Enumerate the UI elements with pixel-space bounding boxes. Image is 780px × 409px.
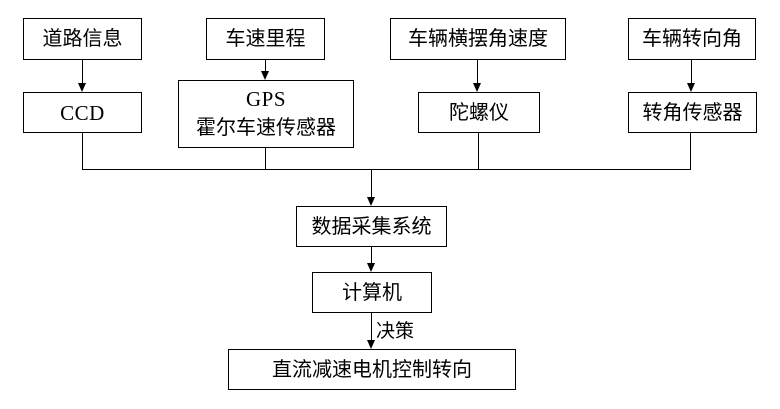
arrowhead-yaw-rate-to-gyroscope [473, 83, 481, 92]
edge-speed-mileage-to-gps [265, 60, 266, 72]
node-gps: GPS 霍尔车速传感器 [178, 80, 354, 148]
node-angle-sensor-label: 转角传感器 [642, 101, 743, 124]
arrowhead-steering-angle-to-angle-sensor [687, 83, 695, 92]
node-gps-label-line1: GPS [245, 87, 287, 111]
arrowhead-speed-mileage-to-gps [261, 71, 269, 80]
node-motor-control-label: 直流减速电机控制转向 [272, 358, 472, 381]
bus-line [82, 169, 691, 170]
arrowhead-data-acquisition-to-computer [367, 263, 375, 272]
arrowhead-bus-to-data-acquisition [367, 197, 375, 206]
connector-angle-sensor-to-bus [690, 133, 691, 170]
node-motor-control: 直流减速电机控制转向 [228, 349, 516, 390]
node-speed-mileage: 车速里程 [206, 18, 325, 60]
node-computer-label: 计算机 [342, 281, 402, 304]
arrowhead-computer-to-motor-control [367, 340, 375, 349]
node-angle-sensor: 转角传感器 [628, 92, 757, 133]
node-data-acquisition-label: 数据采集系统 [311, 215, 432, 238]
node-gyroscope: 陀螺仪 [418, 92, 540, 133]
node-ccd-label: CCD [60, 100, 105, 125]
connector-ccd-to-bus [82, 133, 83, 170]
edge-computer-to-motor-control [371, 313, 372, 341]
arrowhead-road-info-to-ccd [78, 83, 86, 92]
node-computer: 计算机 [312, 272, 432, 313]
node-yaw-rate: 车辆横摆角速度 [390, 18, 566, 60]
edge-road-info-to-ccd [82, 60, 83, 85]
node-data-acquisition: 数据采集系统 [296, 206, 447, 247]
edge-steering-angle-to-angle-sensor [691, 60, 692, 85]
node-gyroscope-label: 陀螺仪 [449, 101, 509, 124]
connector-gyroscope-to-bus [478, 133, 479, 170]
node-ccd: CCD [23, 92, 142, 133]
node-road-info-label: 道路信息 [42, 28, 123, 50]
node-steering-angle: 车辆转向角 [628, 18, 756, 60]
connector-gps-to-bus [265, 148, 266, 170]
node-speed-mileage-label: 车速里程 [225, 28, 306, 50]
node-steering-angle-label: 车辆转向角 [642, 28, 742, 50]
edge-data-acquisition-to-computer [371, 247, 372, 264]
node-gps-label-line2: 霍尔车速传感器 [196, 117, 336, 139]
edge-label-decision: 决策 [376, 321, 415, 342]
edge-bus-to-data-acquisition [371, 169, 372, 198]
node-yaw-rate-label: 车辆横摆角速度 [408, 28, 548, 50]
node-road-info: 道路信息 [23, 18, 142, 60]
edge-yaw-rate-to-gyroscope [477, 60, 478, 85]
